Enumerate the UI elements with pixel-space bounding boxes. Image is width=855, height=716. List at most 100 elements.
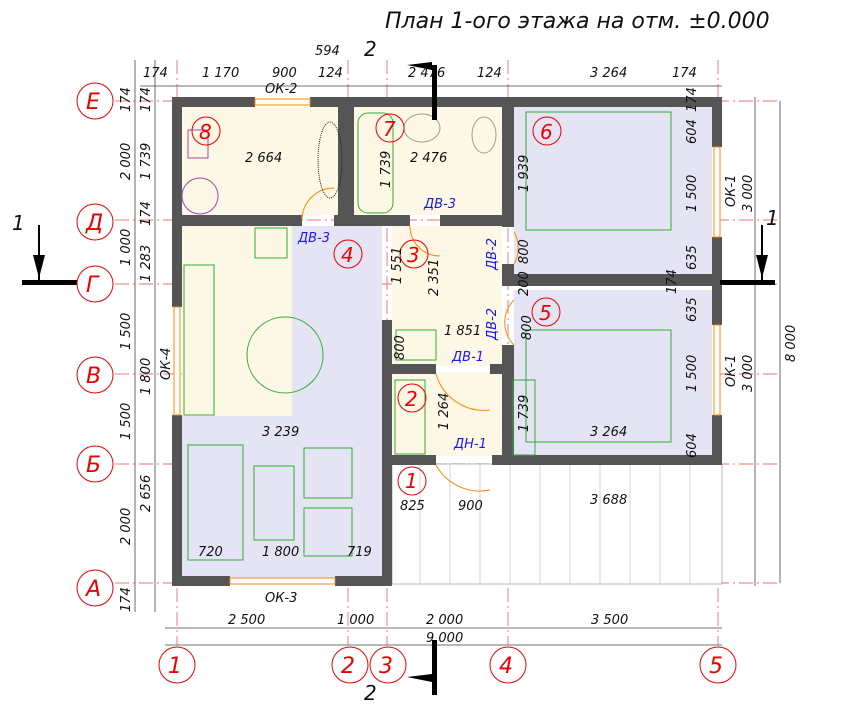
dim: 2 351	[427, 259, 442, 296]
dim: 635	[685, 245, 700, 270]
dim: 1 500	[119, 403, 134, 440]
dim: 720	[198, 545, 223, 560]
dim: 2 476	[408, 66, 445, 81]
dim: 8 000	[784, 325, 799, 362]
window-ok1-label: ОК-1	[724, 355, 739, 387]
axis-row-b: Б	[86, 453, 101, 478]
axis-row-d: Д	[85, 211, 103, 236]
dim: 1 170	[202, 66, 239, 81]
window-ok4-label: ОК-4	[159, 348, 174, 380]
dim: 1 739	[139, 143, 154, 180]
dim: 1 851	[444, 324, 481, 339]
dim: 719	[347, 545, 372, 560]
openings	[173, 98, 721, 585]
room-7: 7	[383, 117, 396, 141]
axis-row-a: А	[84, 577, 101, 602]
dim: 174	[672, 66, 697, 81]
dim: 3 500	[591, 613, 628, 628]
dim: 1 800	[139, 358, 154, 395]
dim: 2 000	[119, 143, 134, 180]
axis-col-4: 4	[499, 654, 513, 679]
dim: 604	[685, 119, 700, 144]
dim: 2 664	[245, 151, 282, 166]
dim: 1 000	[119, 229, 134, 266]
dim: 635	[685, 297, 700, 322]
bottom-dimensions: 2 500 1 000 2 000 3 500 9 000	[228, 613, 628, 646]
dim: 1 000	[337, 613, 374, 628]
dim: 174	[685, 87, 700, 112]
dim: 124	[477, 66, 502, 81]
dim: 174	[119, 87, 134, 112]
room-1: 1	[405, 469, 418, 493]
dim: 9 000	[426, 631, 463, 646]
opening-labels: ОК-2 ОК-3 ОК-4 ОК-1 ОК-1 ДВ-3 ДВ-3 ДВ-2 …	[159, 82, 739, 606]
axis-col-2: 2	[341, 654, 355, 679]
dim: 2 000	[426, 613, 463, 628]
dim: 1 500	[685, 175, 700, 212]
dim: 174	[139, 87, 154, 112]
dim: 3 264	[590, 66, 627, 81]
dim: 3 688	[590, 493, 627, 508]
axis-col-5: 5	[709, 654, 723, 679]
dim: 900	[272, 66, 297, 81]
dim: 1 551	[390, 247, 405, 284]
room-2: 2	[405, 387, 418, 411]
dim: 3 000	[741, 175, 756, 212]
dim: 200	[517, 271, 532, 296]
door-dv2-label: ДВ-2	[485, 238, 500, 271]
dim: 1 939	[517, 155, 532, 192]
dim: 2 500	[228, 613, 265, 628]
axis-row-e: Е	[86, 90, 100, 115]
dim: 3 000	[741, 355, 756, 392]
window-ok1-label: ОК-1	[724, 175, 739, 207]
dim: 1 264	[437, 393, 452, 430]
room-6: 6	[540, 120, 553, 144]
axis-row-v: В	[86, 364, 101, 389]
dim: 174	[143, 66, 168, 81]
axis-row-g: Г	[86, 273, 100, 298]
dim: 800	[520, 315, 535, 340]
furniture	[181, 111, 672, 561]
door-dv2-label: ДВ-2	[485, 308, 500, 341]
dim: 1 739	[517, 395, 532, 432]
door-dv1-label: ДВ-1	[451, 350, 484, 365]
room-fills	[182, 107, 723, 585]
dim: 3 239	[262, 425, 299, 440]
dim: 1 283	[139, 245, 154, 282]
door-dv3-label: ДВ-3	[297, 231, 330, 246]
dim: 825	[400, 499, 425, 514]
dim: 594	[315, 44, 340, 59]
dim: 2 000	[119, 508, 134, 545]
left-dimensions: 174 2 000 1 000 1 500 1 500 2 000 174 17…	[119, 87, 154, 612]
terrace-boards	[419, 464, 691, 584]
window-ok3-label: ОК-3	[265, 591, 297, 606]
dim: 174	[119, 587, 134, 612]
dim: 2 656	[139, 475, 154, 512]
dim: 124	[318, 66, 343, 81]
section-marks: 1 1 2 2	[12, 37, 779, 705]
axis-col-3: 3	[379, 654, 393, 679]
dimension-lines	[134, 60, 781, 646]
section-1-right-label: 1	[766, 206, 779, 230]
door-dn1-label: ДН-1	[453, 437, 487, 452]
right-dimensions: 174 604 1 500 635 174 635 1 500 604 3 00…	[665, 87, 799, 458]
walls	[172, 97, 722, 586]
axis-col-1: 1	[168, 654, 182, 679]
dim: 1 500	[685, 355, 700, 392]
dim: 1 800	[262, 545, 299, 560]
dim: 174	[139, 201, 154, 226]
plan-title: План 1-ого этажа на отм. ±0.000	[385, 9, 770, 34]
dim: 174	[665, 269, 680, 294]
dim: 1 500	[119, 313, 134, 350]
section-2-top-label: 2	[364, 37, 377, 61]
dim: 800	[393, 335, 408, 360]
dim: 900	[458, 499, 483, 514]
dim: 3 264	[590, 425, 627, 440]
door-dv3-label: ДВ-3	[423, 197, 456, 212]
section-2-bottom-label: 2	[364, 681, 377, 705]
dim: 800	[517, 239, 532, 264]
interior-dimensions: 2 664 2 476 1 739 1 939 1 551 2 351 1 85…	[198, 151, 627, 560]
window-ok2-label: ОК-2	[265, 82, 297, 97]
axis-markers: 1 2 3 4 5 Е Д Г В Б А	[76, 82, 737, 684]
